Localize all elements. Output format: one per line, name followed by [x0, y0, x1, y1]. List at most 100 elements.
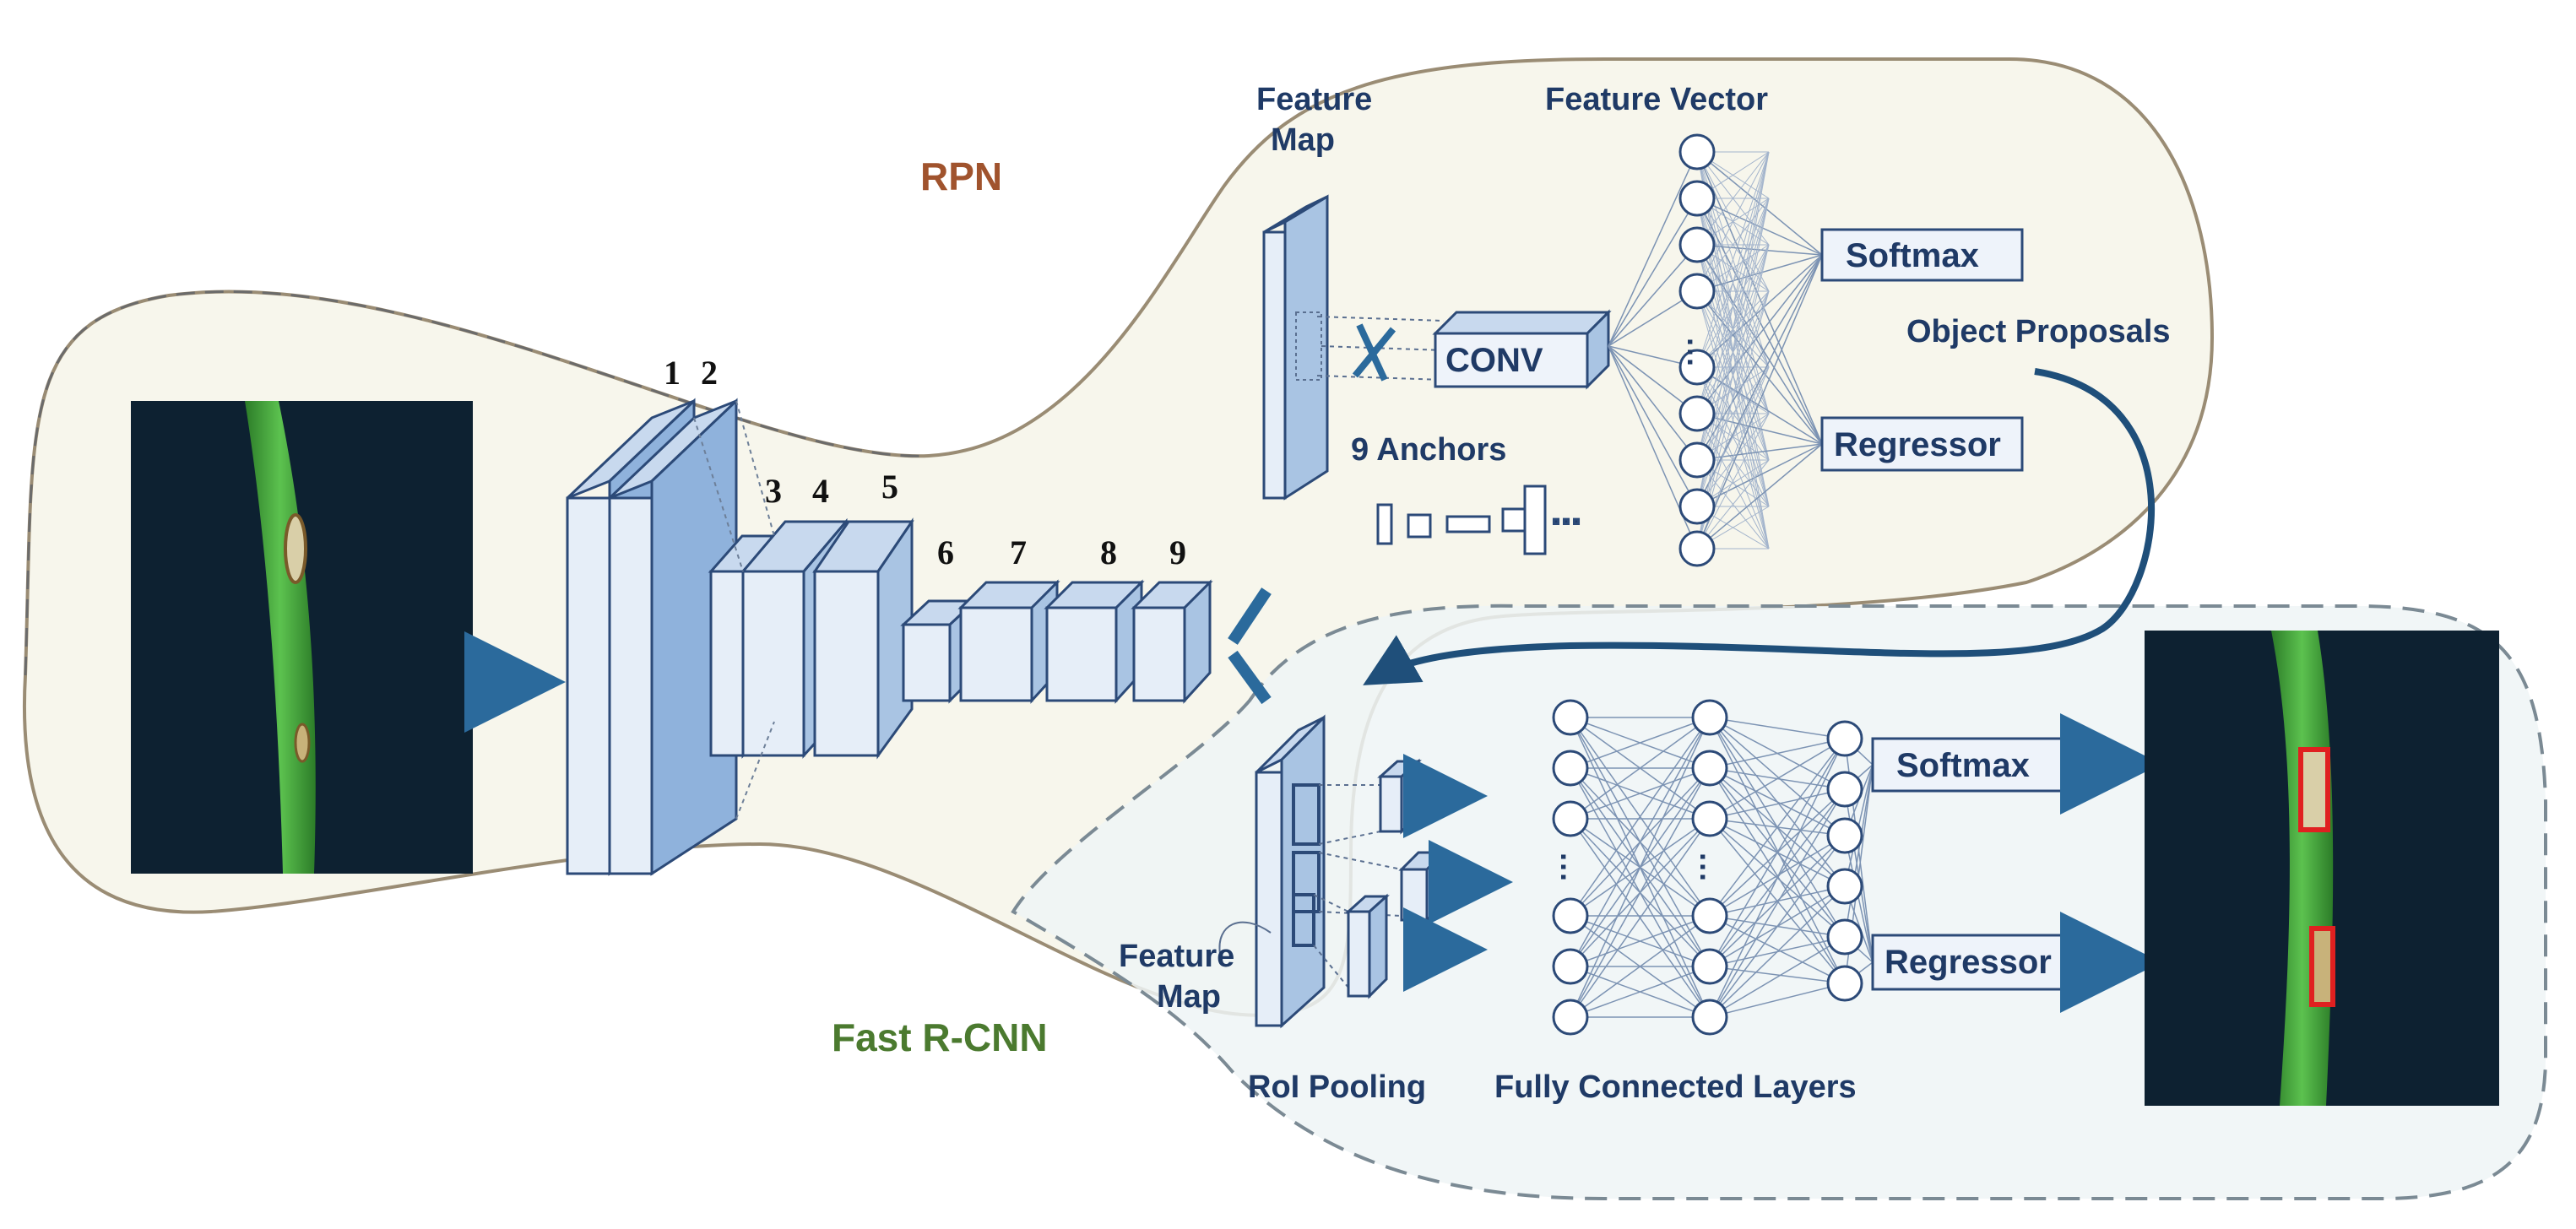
- rpn-fc-network: ···: [1608, 133, 1823, 567]
- rpn-feature-map: [1262, 194, 1445, 501]
- svg-text:···: ···: [1552, 504, 1582, 539]
- network-node: [1691, 897, 1728, 934]
- network-connection: [1709, 738, 1846, 967]
- network-node: [1552, 800, 1589, 837]
- network-connection: [1608, 345, 1698, 507]
- rpn-softmax-label: Softmax: [1846, 237, 1979, 274]
- network-connection: [1709, 788, 1846, 820]
- network-connection: [1709, 936, 1846, 1018]
- network-connection: [1570, 717, 1711, 967]
- anchor-boxes: ···: [1376, 485, 1583, 555]
- network-connection: [1696, 413, 1770, 550]
- network-connection: [1709, 835, 1846, 1018]
- network-node: [1826, 868, 1863, 905]
- input-image: [131, 401, 473, 874]
- network-connection: [1696, 151, 1770, 368]
- layer-label: 7: [1010, 533, 1027, 571]
- network-node: [1826, 817, 1863, 854]
- network-connection: [1709, 835, 1846, 967]
- network-connection: [1570, 767, 1711, 820]
- network-connection: [1709, 983, 1846, 1018]
- network-node: [1678, 133, 1716, 171]
- network-connection: [1709, 717, 1846, 984]
- sliding-window-icon: [1352, 323, 1396, 382]
- rpn-softmax-box: Softmax: [1820, 228, 2024, 282]
- network-connection: [1696, 366, 1823, 445]
- network-node: [1552, 948, 1589, 985]
- backbone-region-outline: [24, 290, 930, 676]
- network-connection: [1608, 345, 1698, 461]
- frcnn-softmax-box: Softmax: [1871, 737, 2077, 793]
- network-node: [1678, 395, 1716, 432]
- network-node: [1678, 180, 1716, 217]
- anchors-label: 9 Anchors: [1351, 432, 1506, 468]
- network-connection: [1844, 835, 1874, 963]
- layer-label: 6: [937, 533, 954, 571]
- conv-label: CONV: [1445, 342, 1543, 379]
- network-connection: [1696, 366, 1770, 461]
- rpn-regressor-box: Regressor: [1820, 416, 2024, 472]
- network-connection: [1608, 345, 1698, 414]
- network-connection: [1696, 254, 1823, 550]
- network-node: [1678, 273, 1716, 310]
- backbone-cnn: [566, 398, 1213, 876]
- network-node: [1691, 750, 1728, 787]
- split-arrow-up: [1228, 587, 1272, 645]
- frcnn-fc-network: ······: [1547, 699, 1874, 1036]
- ellipsis-icon: ···: [1686, 853, 1721, 883]
- fc-layers-label: Fully Connected Layers: [1494, 1069, 1857, 1105]
- network-connection: [1696, 254, 1823, 507]
- ellipsis-icon: ···: [1673, 338, 1708, 368]
- network-connection: [1696, 443, 1823, 550]
- frcnn-regressor-label: Regressor: [1885, 944, 2052, 981]
- layer-label: 4: [812, 472, 829, 510]
- network-node: [1826, 720, 1863, 757]
- network-connection: [1696, 198, 1823, 445]
- network-node: [1691, 999, 1728, 1036]
- network-connection: [1709, 738, 1846, 1018]
- network-connection: [1696, 254, 1823, 461]
- network-connection: [1696, 198, 1770, 550]
- network-connection: [1709, 788, 1846, 1018]
- rpn-feature-map-label: Feature: [1256, 82, 1372, 117]
- frcnn-feature-map: [1255, 714, 1326, 1029]
- network-connection: [1696, 443, 1823, 461]
- network-connection: [1696, 244, 1823, 256]
- network-connection: [1570, 767, 1711, 1018]
- detection-box: [2298, 747, 2330, 832]
- network-connection: [1709, 717, 1846, 836]
- network-connection: [1709, 767, 1846, 836]
- network-node: [1691, 800, 1728, 837]
- layer-label: 3: [765, 472, 782, 510]
- network-connection: [1709, 738, 1846, 820]
- detection-box: [2309, 926, 2335, 1007]
- network-connection: [1570, 717, 1711, 769]
- rpn-regressor-label: Regressor: [1834, 426, 2001, 463]
- network-connection: [1709, 885, 1846, 1018]
- network-node: [1826, 771, 1863, 808]
- network-connection: [1570, 966, 1711, 1018]
- network-connection: [1709, 915, 1846, 984]
- network-connection: [1570, 717, 1711, 1018]
- network-connection: [1696, 151, 1823, 445]
- network-connection: [1570, 717, 1711, 820]
- frcnn-regressor-box: Regressor: [1871, 934, 2077, 991]
- layer-label: 1: [664, 354, 681, 392]
- network-node: [1678, 488, 1716, 525]
- fast-rcnn-title: Fast R-CNN: [832, 1015, 1048, 1059]
- network-connection: [1696, 151, 1770, 550]
- network-connection: [1608, 198, 1698, 347]
- network-node: [1678, 226, 1716, 263]
- network-node: [1552, 897, 1589, 934]
- network-connection: [1570, 915, 1711, 1018]
- network-connection: [1696, 254, 1823, 414]
- network-node: [1678, 349, 1716, 386]
- split-arrow-down: [1228, 650, 1272, 705]
- network-node: [1678, 530, 1716, 567]
- network-connection: [1696, 151, 1770, 292]
- network-connection: [1570, 717, 1711, 917]
- network-connection: [1696, 254, 1823, 368]
- object-proposals-label: Object Proposals: [1906, 314, 2171, 349]
